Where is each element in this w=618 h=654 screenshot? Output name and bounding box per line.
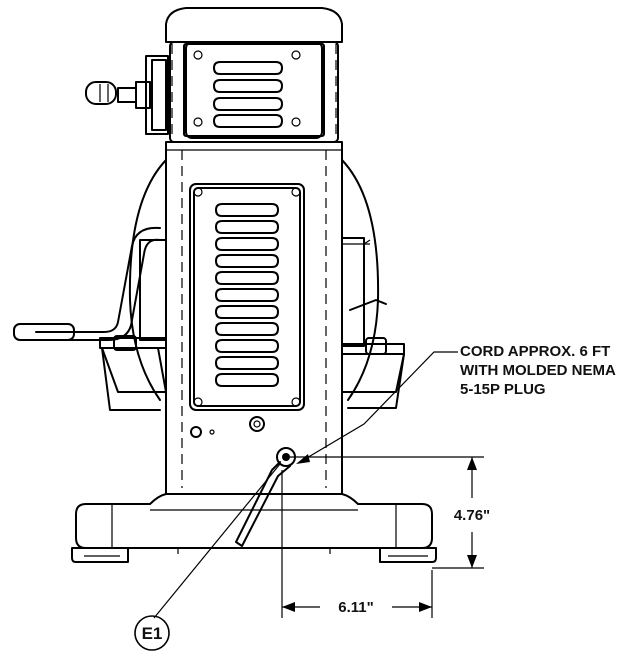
note-line-1: CORD APPROX. 6 FT bbox=[460, 343, 610, 360]
column-body bbox=[165, 141, 343, 495]
note-line-3: 5-15P PLUG bbox=[460, 381, 546, 398]
right-side-bracket bbox=[341, 237, 405, 409]
cord-note: CORD APPROX. 6 FT WITH MOLDED NEMA 5-15P… bbox=[460, 343, 616, 398]
note-line-2: WITH MOLDED NEMA bbox=[460, 362, 616, 379]
bowl-lift-handle bbox=[13, 226, 167, 411]
callout-e1-label: E1 bbox=[142, 624, 163, 643]
dimension-width-label: 6.11" bbox=[338, 599, 373, 616]
dimension-height bbox=[290, 456, 484, 569]
top-housing bbox=[165, 7, 343, 143]
callout-e1: E1 bbox=[134, 463, 281, 651]
bowl bbox=[128, 159, 380, 401]
power-cord bbox=[235, 461, 291, 547]
dimension-width bbox=[281, 470, 433, 618]
dimension-height-label: 4.76" bbox=[454, 507, 490, 524]
speed-lever bbox=[85, 55, 169, 135]
base bbox=[71, 493, 437, 563]
